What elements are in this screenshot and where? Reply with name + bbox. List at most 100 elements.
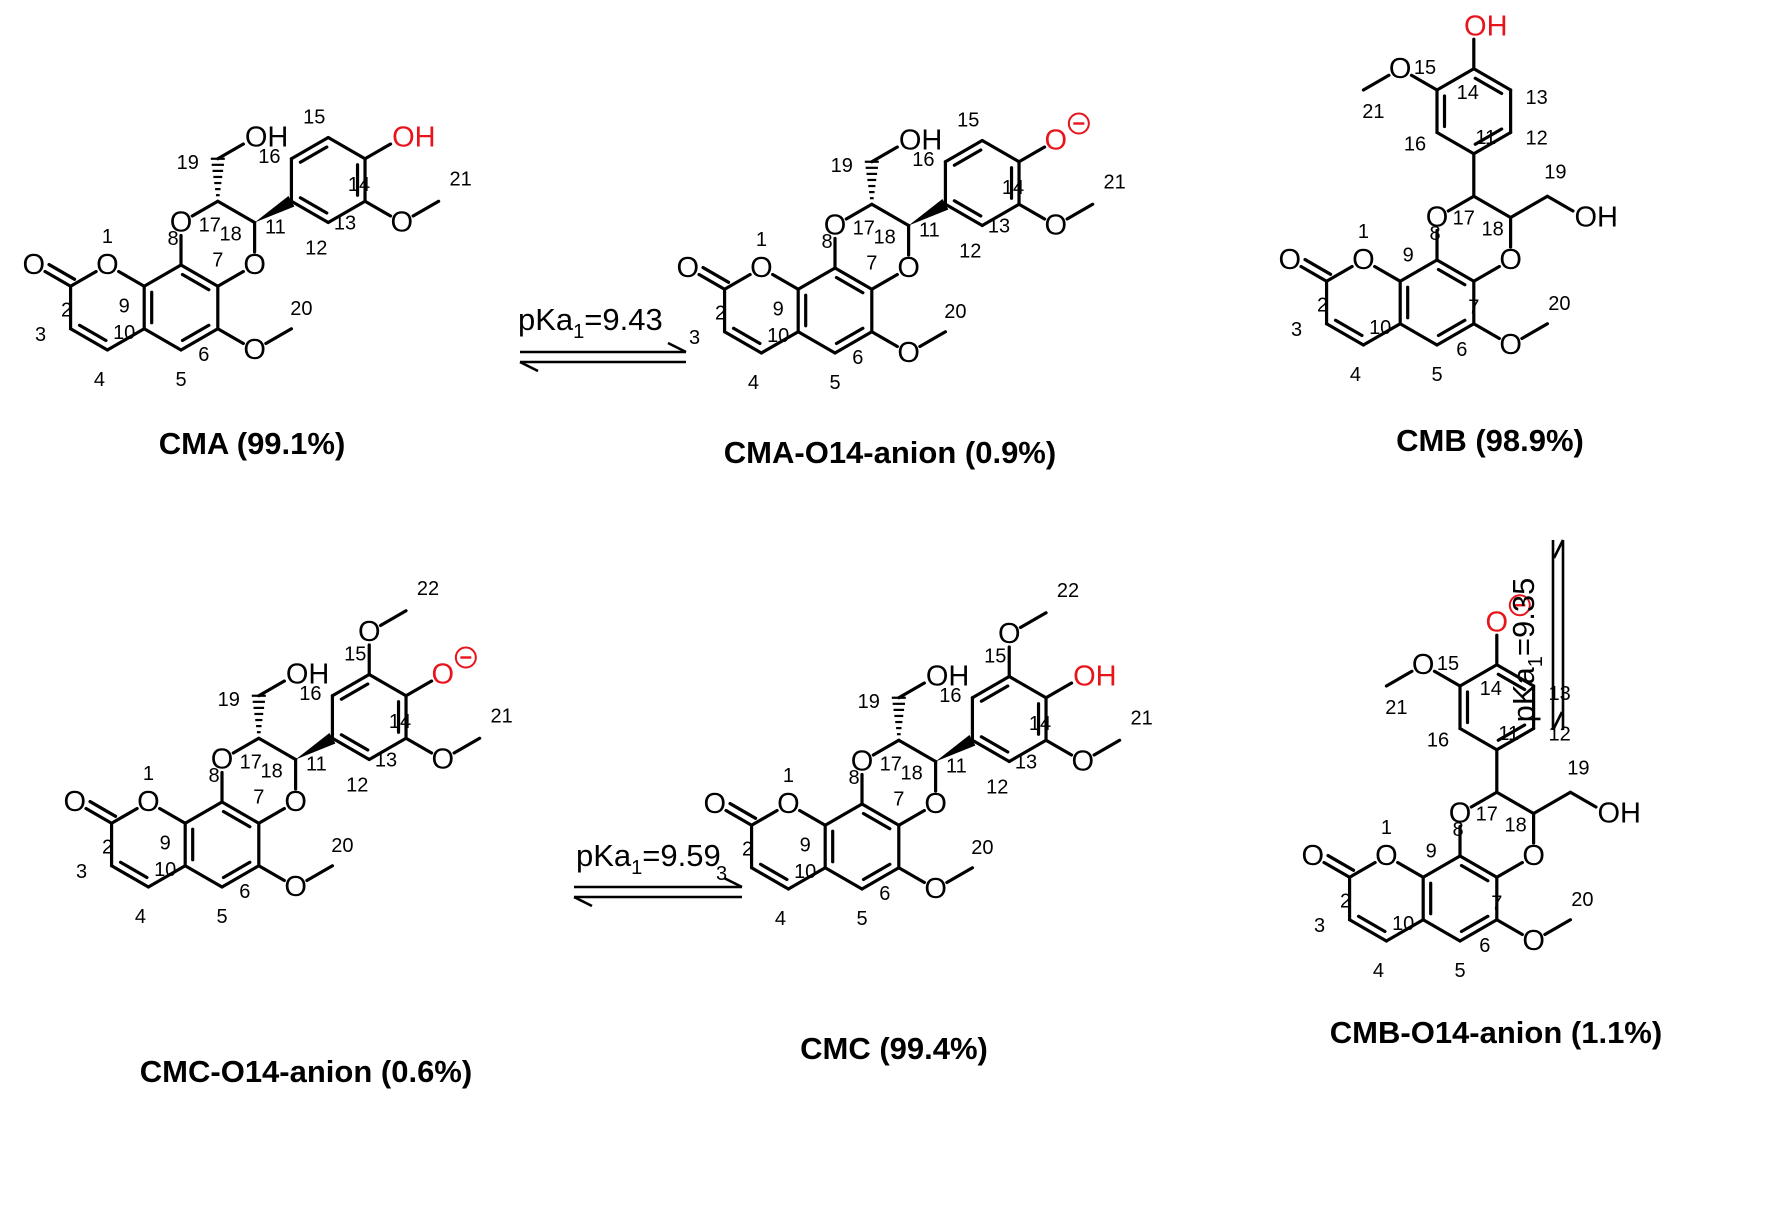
bond-o1-c2 [68, 269, 98, 288]
atom-ob: O [284, 786, 307, 818]
bond-c9-c8 [1421, 854, 1462, 879]
atom-oa: O [851, 746, 874, 778]
bond-c2-oc-double [1303, 257, 1333, 276]
bond-c6-c5 [833, 330, 874, 355]
atom-number-19: 19 [831, 155, 853, 177]
bond-c6-o20 [216, 327, 245, 346]
atom-number-2: 2 [1317, 294, 1328, 316]
atom-number-17: 17 [1453, 207, 1475, 229]
bond-c16-c15 [289, 135, 330, 161]
atom-number-6: 6 [198, 344, 209, 366]
atom-ob: O [1499, 244, 1522, 276]
bond-c19-o19 [897, 681, 926, 700]
bond-c13-o13 [363, 199, 393, 218]
atom-number-8: 8 [167, 228, 178, 250]
molecule-caption: CMC (99.4%) [800, 1031, 988, 1066]
bond-c15-o15 [1432, 669, 1462, 688]
atom-number-10: 10 [767, 325, 789, 347]
atom-number-19: 19 [1544, 161, 1566, 183]
atom-number-14: 14 [1002, 177, 1024, 199]
atom-number-1: 1 [143, 763, 154, 785]
bond-c6-c5 [179, 327, 220, 352]
atom-number-17: 17 [880, 753, 902, 775]
bond-c14-o14 [1017, 145, 1047, 164]
atom-number-7: 7 [1468, 296, 1479, 318]
atom-number-2: 2 [715, 302, 726, 324]
atom-number-14: 14 [1029, 713, 1051, 735]
atom-o20: O [924, 873, 947, 905]
atom-number-4: 4 [135, 906, 146, 928]
atom-o20: O [1499, 329, 1522, 361]
bond-oa-c17 [231, 736, 261, 755]
atom-number-16: 16 [939, 685, 961, 707]
molecule-caption: CMB (98.9%) [1396, 423, 1584, 458]
atom-number-11: 11 [265, 216, 286, 238]
bond-c3-c4-double [758, 862, 789, 882]
bond-c8-c7-double [834, 275, 865, 295]
bond-c14-o14 [1044, 681, 1074, 700]
bond-c9-c8 [183, 800, 224, 825]
pka-label: pKa1=9.43 [518, 302, 663, 343]
atom-number-17: 17 [1476, 803, 1498, 825]
atom-number-18: 18 [1504, 815, 1526, 837]
bond-c14-c15 [1435, 67, 1476, 92]
atom-number-9: 9 [1403, 244, 1414, 266]
atom-number-3: 3 [1314, 915, 1325, 937]
bond-c2-oc-double [728, 801, 758, 820]
bond-c16-c11 [1435, 130, 1476, 156]
bond-c12-c11 [970, 738, 1011, 764]
bond-c6-c5 [1458, 918, 1499, 943]
bond-c13-c14 [1495, 663, 1536, 688]
atom-o19-hydroxyl: OH [286, 659, 330, 691]
bond-ob-c7 [216, 269, 245, 288]
atom-number-8: 8 [821, 231, 832, 253]
atom-number-5: 5 [216, 906, 227, 928]
equilibrium-arrow-icon [519, 341, 687, 373]
atom-number-21: 21 [1385, 697, 1407, 719]
bond-ob-c7 [897, 808, 926, 827]
bond-c13-c14-double [1496, 672, 1527, 692]
atom-number-12: 12 [346, 775, 368, 797]
bond-c3-c4-double [118, 860, 149, 880]
bond-c2-oc [43, 269, 73, 288]
bond-c6-c5-double [1459, 914, 1490, 934]
equilibrium-cma: pKa1=9.43 [518, 302, 687, 373]
bond-c13-c12 [980, 202, 1021, 228]
atom-o1: O [777, 788, 800, 820]
atom-number-20: 20 [1571, 889, 1593, 911]
atom-number-9: 9 [800, 834, 811, 856]
atom-o1: O [96, 249, 119, 281]
atom-number-20: 20 [1548, 293, 1570, 315]
atom-o15: O [1389, 53, 1412, 85]
bond-c2-oc [1322, 860, 1352, 879]
atom-oc: O [703, 788, 726, 820]
atom-o14-anion: O [1045, 125, 1068, 157]
atom-number-19: 19 [1567, 757, 1589, 779]
molecule-caption: CMB-O14-anion (1.1%) [1330, 1015, 1662, 1050]
atom-number-7: 7 [1491, 892, 1502, 914]
bond-c15-c14 [980, 138, 1021, 164]
bond-c9-c8 [796, 266, 837, 291]
equilibrium-cmb: pKa1=9.35 [1506, 539, 1565, 731]
atom-oc: O [22, 249, 45, 281]
atom-number-20: 20 [971, 837, 993, 859]
atom-number-1: 1 [756, 229, 767, 251]
bond-c15-c14 [326, 135, 367, 161]
bond-c3-c4-double [1356, 914, 1387, 934]
atom-o20: O [284, 871, 307, 903]
atom-number-1: 1 [783, 765, 794, 787]
atom-number-7: 7 [893, 788, 904, 810]
equilibrium-arrow-icon [1551, 539, 1565, 731]
atom-number-15: 15 [984, 646, 1006, 668]
bond-c13-c14-double [1473, 76, 1504, 96]
bond-c12-c11 [330, 736, 371, 762]
pka-subscript: 1 [573, 321, 584, 343]
pka-value: =9.43 [584, 302, 662, 337]
bond-c9-o1 [158, 806, 187, 825]
atom-number-14: 14 [348, 174, 370, 196]
atom-number-9: 9 [773, 298, 784, 320]
bond-c6-o20 [1495, 918, 1524, 937]
bond-c17-c18 [1472, 194, 1513, 220]
